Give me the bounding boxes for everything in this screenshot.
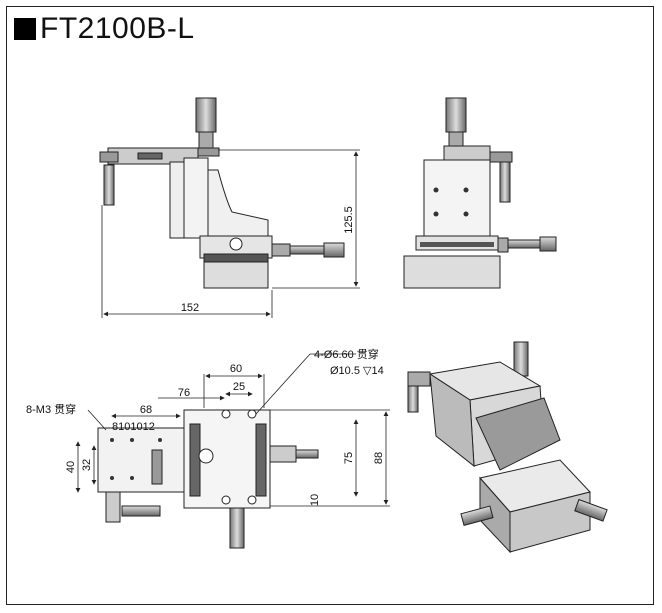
dim-offset: 76 [178,387,190,399]
dim-spacing: 8101012 [112,421,155,433]
isometric-view [407,341,608,554]
dim-left-inner: 32 [81,459,93,471]
note-counterbore: Ø10.5 ▽14 [330,365,384,377]
model-number: FT2100B-L [40,12,195,45]
dim-height: 125.5 [343,206,355,234]
dim-left-height: 40 [65,461,77,473]
note-holes: 4-Ø6.60 贯穿 [314,347,379,361]
drawing-frame [6,6,654,605]
side-view: 125.5 152 [99,97,360,318]
dim-inner-width: 25 [233,381,245,393]
note-threads: 8-M3 贯穿 [26,402,76,416]
dim-75: 75 [343,452,355,464]
dim-top-width: 60 [230,363,242,375]
drawing-title: FT2100B-L [14,12,195,46]
dim-offset2: 68 [140,404,152,416]
dim-10: 10 [309,494,321,506]
dim-88: 88 [373,452,385,464]
title-square-icon [14,18,36,40]
top-view: 60 25 76 68 8101012 40 32 88 75 10 4-Ø6.… [26,347,390,549]
dim-width: 152 [181,302,199,314]
front-view [403,97,557,289]
